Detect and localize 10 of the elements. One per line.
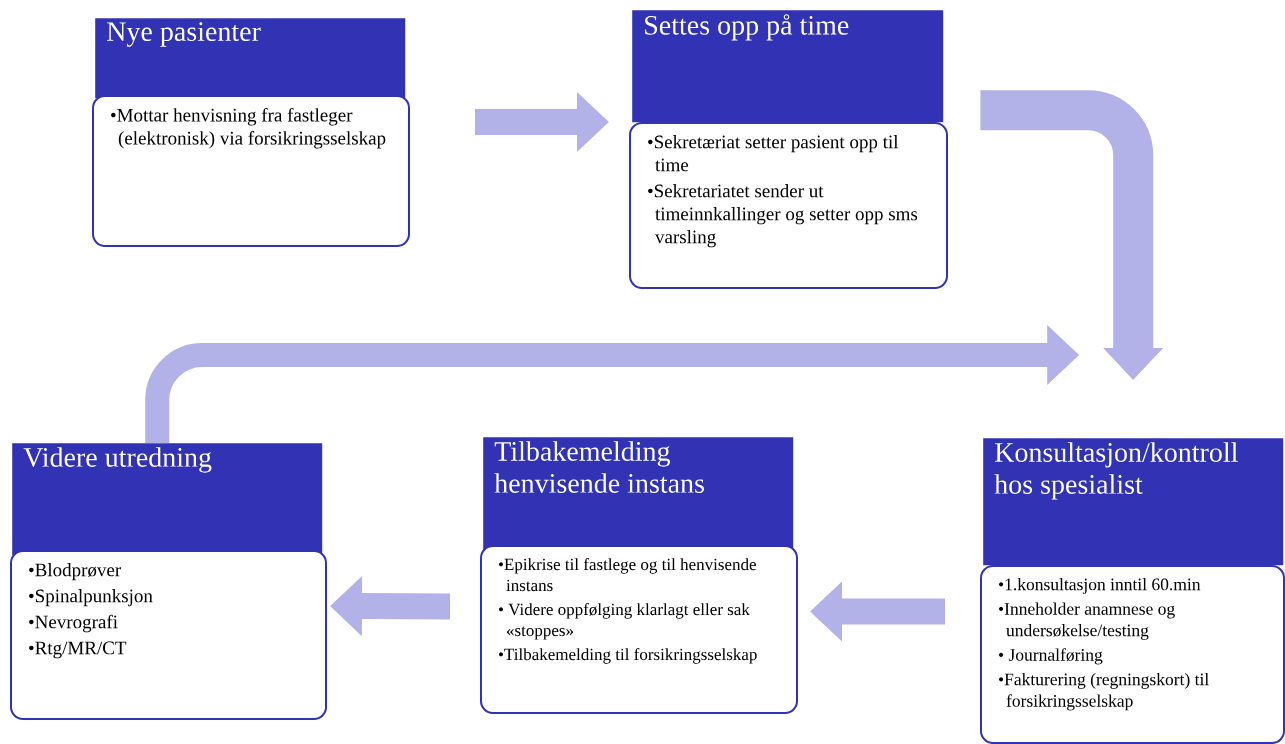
heading-box: Videre utredning — [12, 443, 323, 556]
heading-box: Settes opp på time — [632, 10, 944, 123]
content-box: •1.konsultasjon inntil 60.min •Inneholder anamnese og undersøkelse/testing • Journalføring •Fakturering (regningskort) til forsikringsselskap — [980, 565, 1285, 744]
content-box: •Mottar henvisning fra fastleger (elektronisk) via forsikringsselskap — [92, 95, 410, 247]
heading-box: Nye pasienter — [95, 18, 406, 99]
heading-box: Konsultasjon/kontroll hos spesialist — [983, 438, 1284, 566]
content-box: •Sekretæriat setter pasient opp til time •Sekretariatet sender ut timeinnkallinger og setter opp sms varsling — [629, 122, 948, 289]
content-box: •Epikrise til fastlege og til henvisende instans • Videre oppfølging klarlagt eller sak «stoppes» •Tilbakemelding til forsikringsselskap — [480, 545, 798, 714]
heading-box: Tilbakemelding henvisende instans — [483, 437, 794, 551]
content-box: •Blodprøver •Spinalpunksjon •Nevrografi •Rtg/MR/CT — [10, 550, 327, 720]
